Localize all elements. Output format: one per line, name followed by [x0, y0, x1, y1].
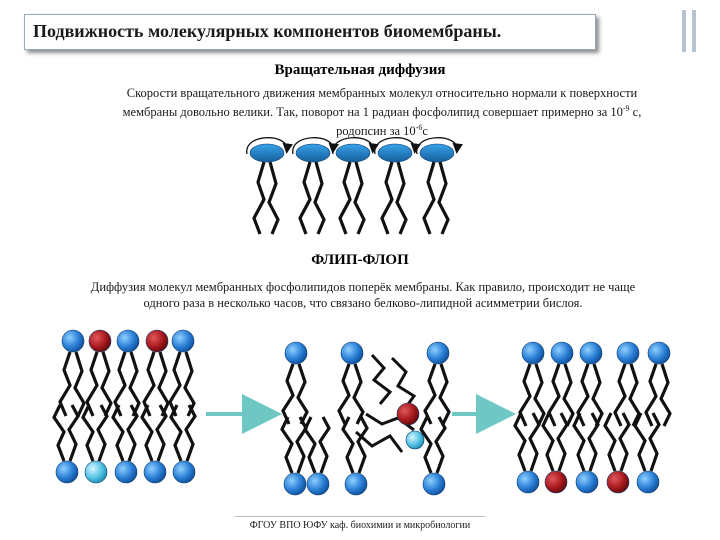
- fatty-acid-tail: [620, 413, 629, 471]
- phospholipid-head: [336, 144, 370, 162]
- fatty-acid-tail: [297, 417, 306, 473]
- phospholipid-head: [296, 144, 330, 162]
- fatty-acid-tail: [635, 413, 645, 471]
- fatty-acid-tail: [372, 355, 390, 404]
- fatty-acid-tail: [549, 364, 559, 426]
- fatty-acid-tail: [436, 417, 445, 473]
- footer-rule: [235, 516, 485, 517]
- fatty-acid-tail: [520, 364, 530, 426]
- phospholipid-head: [307, 473, 329, 495]
- fatty-acid-tail: [354, 364, 363, 424]
- fatty-acid-tail: [355, 162, 364, 234]
- phospholipid-head: [551, 342, 573, 364]
- phospholipid-head: [85, 461, 107, 483]
- fatty-acid-tail: [320, 417, 329, 473]
- phospholipid-head: [117, 330, 139, 352]
- fatty-acid-tail: [315, 162, 324, 234]
- phospholipid-head: [250, 144, 284, 162]
- fatty-acid-tail: [439, 162, 448, 234]
- fatty-acid-tail: [54, 405, 64, 461]
- phospholipid-head: [648, 342, 670, 364]
- phospholipid-head: [89, 330, 111, 352]
- fatty-acid-tail: [397, 162, 406, 234]
- phospholipid-head: [517, 471, 539, 493]
- phospholipid-head: [522, 342, 544, 364]
- fatty-acid-tail: [60, 352, 70, 416]
- fatty-acid-tail: [283, 364, 293, 424]
- fatty-acid-tail: [305, 417, 315, 473]
- fatty-acid-tail: [340, 162, 350, 234]
- fatty-acid-tail: [75, 352, 84, 416]
- phospholipid-head: [285, 342, 307, 364]
- phospholipid-head: [341, 342, 363, 364]
- fatty-acid-tail: [605, 413, 615, 471]
- phospholipid-head: [378, 144, 412, 162]
- phospholipid-head: [576, 471, 598, 493]
- fatty-acid-tail: [589, 413, 598, 471]
- phospholipid-head: [617, 342, 639, 364]
- phospholipid-head: [146, 330, 168, 352]
- phospholipid-head: [144, 461, 166, 483]
- fatty-acid-tail: [69, 405, 78, 461]
- phospholipid-head: [420, 144, 454, 162]
- fatty-acid-tail: [269, 162, 278, 234]
- fatty-acid-tail: [564, 364, 573, 426]
- fatty-acid-tail: [358, 417, 367, 473]
- phospholipid-head: [545, 471, 567, 493]
- fatty-acid-tail: [382, 162, 392, 234]
- phospholipid-head: [284, 473, 306, 495]
- phospholipid-head: [427, 342, 449, 364]
- phospholipid-head: [637, 471, 659, 493]
- phospholipid-head: [423, 473, 445, 495]
- fatty-acid-tail: [343, 417, 353, 473]
- footer: ФГОУ ВПО ЮФУ каф. биохимии и микробиолог…: [0, 520, 720, 531]
- fatty-acid-tail: [298, 364, 307, 424]
- phospholipid-head: [173, 461, 195, 483]
- fatty-acid-tail: [530, 413, 539, 471]
- fatty-acid-tail: [282, 417, 292, 473]
- fatty-acid-tail: [424, 162, 434, 234]
- phospholipid-head: [580, 342, 602, 364]
- fatty-acid-tail: [440, 364, 449, 424]
- fatty-acid-tail: [98, 405, 107, 461]
- fatty-acid-tail: [425, 364, 435, 424]
- fatty-acid-tail: [339, 364, 349, 424]
- phospholipid-head: [115, 461, 137, 483]
- fatty-acid-tail: [300, 162, 310, 234]
- fatty-acid-tail: [254, 162, 264, 234]
- fatty-acid-tail: [558, 413, 567, 471]
- phospholipid-head: [56, 461, 78, 483]
- phospholipid-head: [345, 473, 367, 495]
- phospholipid-head: [607, 471, 629, 493]
- phospholipid-head: [172, 330, 194, 352]
- fatty-acid-tail: [392, 358, 414, 410]
- phospholipid-head: [406, 431, 424, 449]
- phospholipid-head: [62, 330, 84, 352]
- phospholipid-head: [397, 403, 419, 425]
- fatty-acid-tail: [661, 364, 670, 426]
